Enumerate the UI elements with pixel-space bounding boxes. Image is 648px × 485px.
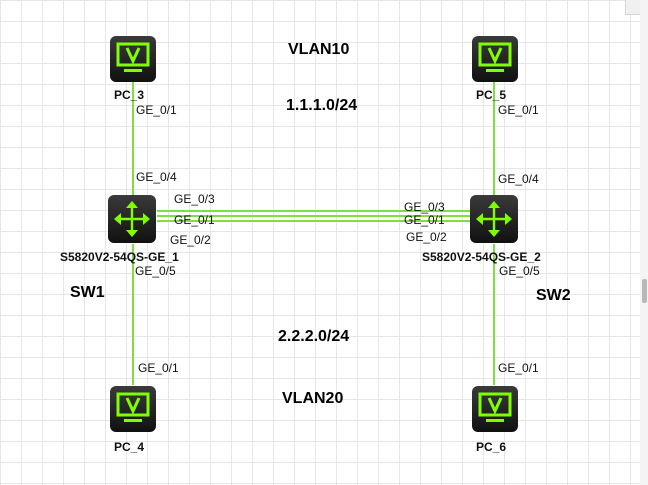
links xyxy=(132,80,495,385)
sw1-device[interactable] xyxy=(106,193,158,245)
sw2-model: S5820V2-54QS-GE_2 xyxy=(422,250,541,264)
port-label: GE_0/5 xyxy=(499,264,540,278)
port-label: GE_0/3 xyxy=(404,200,445,214)
sw2-device[interactable] xyxy=(468,193,520,245)
port-label: GE_0/1 xyxy=(136,103,177,117)
vlan20-label: VLAN20 xyxy=(282,390,343,407)
port-label: GE_0/1 xyxy=(404,213,445,227)
port-label: GE_0/5 xyxy=(135,264,176,278)
pc6-device[interactable] xyxy=(470,384,520,434)
pc6-name: PC_6 xyxy=(476,440,506,454)
port-label: GE_0/4 xyxy=(498,172,539,186)
sw1-model: S5820V2-54QS-GE_1 xyxy=(60,250,179,264)
vertical-scrollbar[interactable] xyxy=(640,0,648,485)
port-label: GE_0/4 xyxy=(136,170,177,184)
pc5-name: PC_5 xyxy=(476,88,506,102)
port-label: GE_0/2 xyxy=(170,233,211,247)
monitor-icon xyxy=(108,384,158,434)
switch-arrows-icon xyxy=(106,193,158,245)
port-label: GE_0/2 xyxy=(406,230,447,244)
port-label: GE_0/1 xyxy=(498,361,539,375)
port-label: GE_0/1 xyxy=(138,361,179,375)
port-label: GE_0/3 xyxy=(174,192,215,206)
pc3-device[interactable] xyxy=(108,34,158,84)
network-1-label: 1.1.1.0/24 xyxy=(286,97,357,114)
pc3-name: PC_3 xyxy=(114,88,144,102)
pc5-device[interactable] xyxy=(470,34,520,84)
port-label: GE_0/1 xyxy=(174,213,215,227)
switch-arrows-icon xyxy=(468,193,520,245)
pc4-device[interactable] xyxy=(108,384,158,434)
monitor-icon xyxy=(470,384,520,434)
sw1-label: SW1 xyxy=(70,284,105,301)
monitor-icon xyxy=(108,34,158,84)
sw2-label: SW2 xyxy=(536,287,571,304)
vlan10-label: VLAN10 xyxy=(288,41,349,58)
monitor-icon xyxy=(470,34,520,84)
pc4-name: PC_4 xyxy=(114,440,144,454)
network-2-label: 2.2.2.0/24 xyxy=(278,328,349,345)
port-label: GE_0/1 xyxy=(498,103,539,117)
scrollbar-thumb[interactable] xyxy=(642,279,647,303)
